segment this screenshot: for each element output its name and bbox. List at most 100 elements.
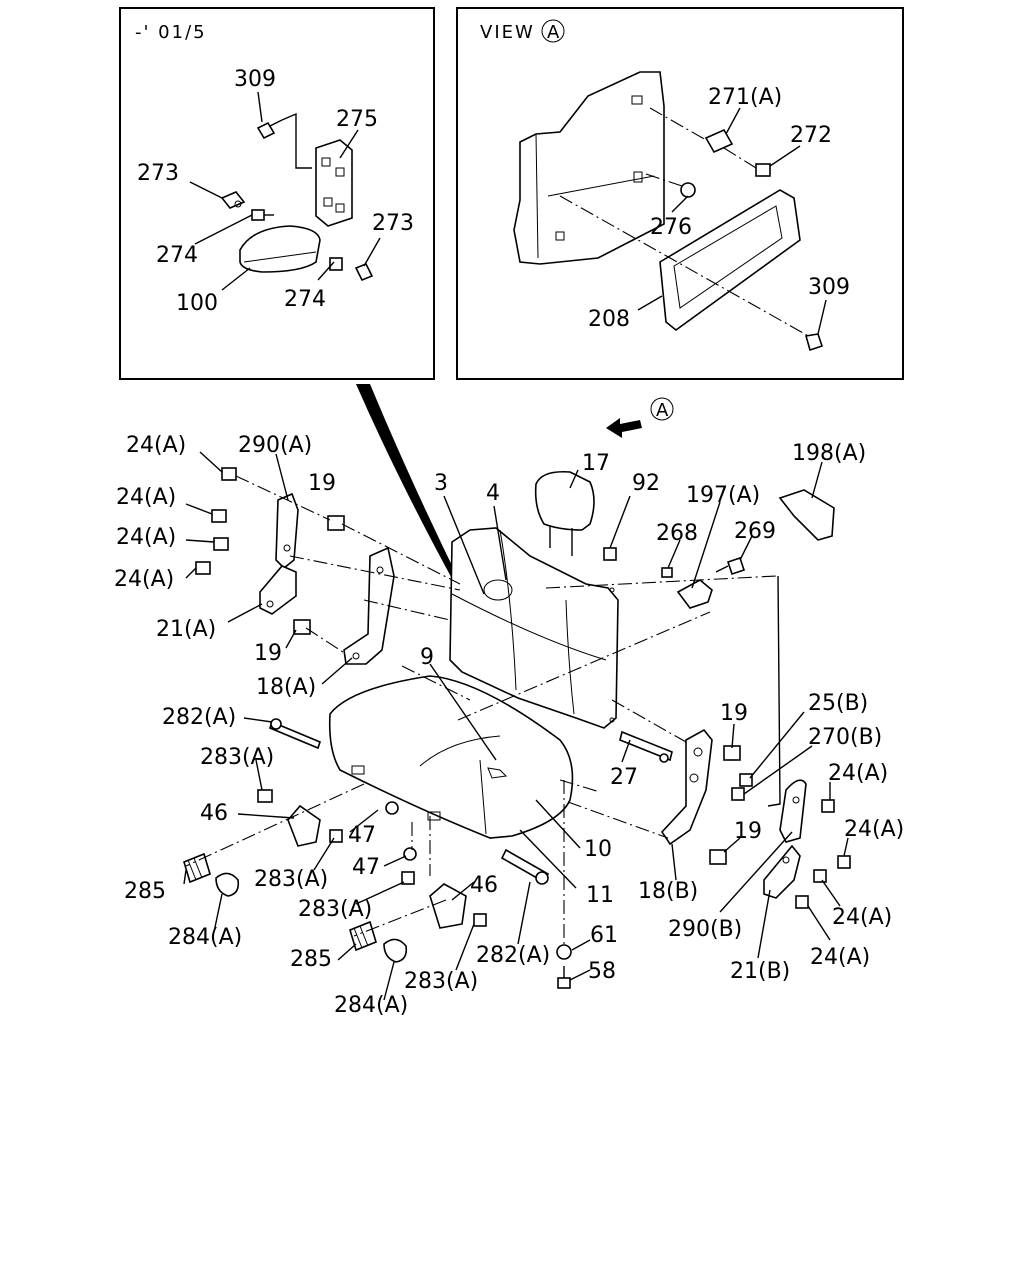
label-290A: 290(A) [238,433,312,458]
label-46b: 46 [470,873,498,898]
label-21B: 21(B) [730,959,790,984]
label-284A-1: 284(A) [168,925,242,950]
label-61: 61 [590,923,618,948]
seatback-rear-part [513,71,665,265]
label-273b: 273 [372,211,414,236]
headrest-17-part [534,470,595,556]
label-3: 3 [434,471,448,496]
bolt-24A-5-part [821,799,835,813]
label-24A-1: 24(A) [126,433,186,458]
bracket-46b-part [429,883,467,929]
label-21A: 21(A) [156,617,216,642]
label-18A: 18(A) [256,675,316,700]
spring-285a-part [183,852,211,884]
label-24A-7: 24(A) [832,905,892,930]
label-10: 10 [584,837,612,862]
clip-273-left-part [220,191,246,209]
cover-100-part [239,225,321,273]
view-mark-letter: A [547,22,560,43]
label-24A-2: 24(A) [116,485,176,510]
label-309b: 309 [808,275,850,300]
label-9: 9 [420,645,434,670]
label-19a: 19 [308,471,336,496]
label-24A-6: 24(A) [844,817,904,842]
label-92: 92 [632,471,660,496]
spring-285b-part [349,920,377,952]
label-17: 17 [582,451,610,476]
label-18B: 18(B) [638,879,698,904]
bracket-25B-part [739,773,753,787]
bolt-283A-3-part [401,871,415,885]
bolt-19c-part [723,745,741,761]
bracket-197A-part [676,579,713,609]
hinge-18A-part [343,546,395,665]
label-19d: 19 [734,819,762,844]
view-mark-circle [541,19,565,43]
bolt-24A-8-part [795,895,809,909]
bolt-24A-3-part [213,537,229,551]
label-100: 100 [176,291,218,316]
label-198A: 198(A) [792,441,866,466]
label-284A-2: 284(A) [334,993,408,1018]
bolt-283A-4-part [473,913,487,927]
label-24A-8: 24(A) [810,945,870,970]
label-27: 27 [610,765,638,790]
bolt-19d-part [709,849,727,865]
inset-left-frame [119,7,435,380]
label-276: 276 [650,215,692,240]
bolt-24A-4-part [195,561,211,575]
rod-27-part [619,730,673,763]
label-47b: 47 [352,855,380,880]
label-283A-3: 283(A) [298,897,372,922]
label-197A: 197(A) [686,483,760,508]
label-4: 4 [486,481,500,506]
inset-right-title: VIEW [480,22,535,43]
bolt-19a-part [327,515,345,531]
grommet-274-left-part [251,209,274,221]
label-24A-3: 24(A) [116,525,176,550]
screw-309-part [256,119,283,140]
label-274a: 274 [156,243,198,268]
nut-47a-part [385,801,399,815]
nut-276-part [645,173,696,198]
label-19b: 19 [254,641,282,666]
seat-cushion-part [328,675,574,839]
seat-back-part [449,527,619,729]
pin-282A-2-part [500,848,550,885]
inset-right: VIEW A [456,7,904,380]
bracket-21B-part [763,844,801,899]
inset-left-title: -' 01/5 [135,22,207,43]
label-272: 272 [790,123,832,148]
view-direction-arrow: A [606,397,674,438]
label-283A-1: 283(A) [200,745,274,770]
cover-198A-part [778,489,835,541]
label-290B: 290(B) [668,917,742,942]
label-47a: 47 [348,823,376,848]
bracket-46a-part [287,804,321,847]
bolt-24A-2-part [211,509,227,523]
washer-61-part [556,944,572,960]
label-270B: 270(B) [808,725,882,750]
label-275: 275 [336,107,378,132]
label-208: 208 [588,307,630,332]
bolt-19b-part [293,619,311,635]
label-24A-4: 24(A) [114,567,174,592]
bolt-24A-7-part [813,869,827,883]
label-25B: 25(B) [808,691,868,716]
label-274b: 274 [284,287,326,312]
label-19c: 19 [720,701,748,726]
label-268: 268 [656,521,698,546]
inset-right-frame [456,7,904,380]
label-46a: 46 [200,801,228,826]
label-271A: 271(A) [708,85,782,110]
bolt-24A-6-part [837,855,851,869]
spring-284A-b-part [383,938,408,963]
label-282A-2: 282(A) [476,943,550,968]
pin-282A-1-part [269,718,321,750]
bolt-24A-1-part [221,467,237,481]
grommet-274-right-part [329,257,343,271]
label-283A-2: 283(A) [254,867,328,892]
label-11: 11 [586,883,614,908]
bolt-92-part [603,547,617,561]
